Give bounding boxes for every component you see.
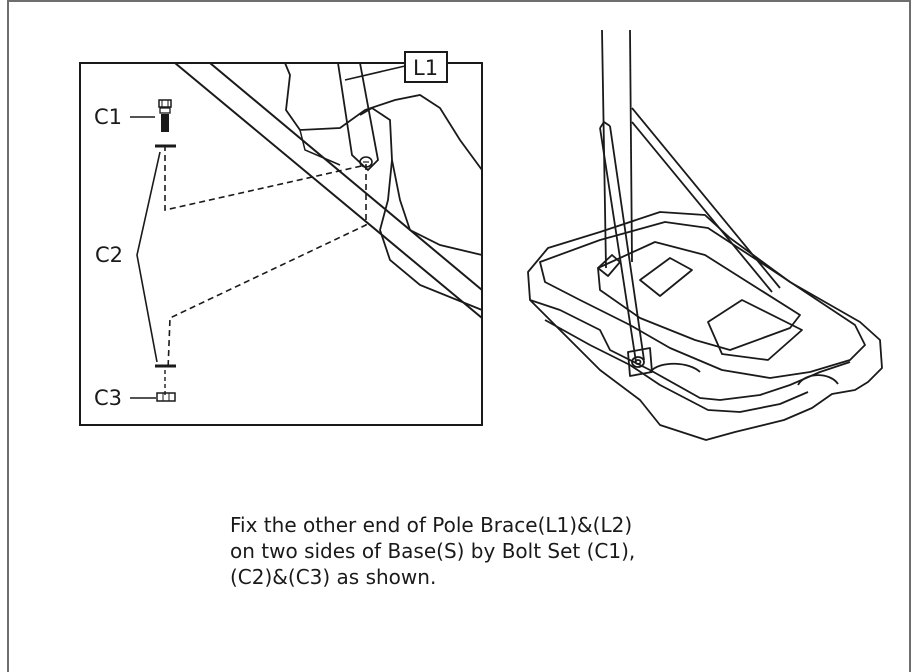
base-overview <box>527 29 883 441</box>
pole-brace-edge-b <box>209 62 483 291</box>
c1-label: C1 <box>94 105 122 129</box>
c2-label: C2 <box>95 243 123 267</box>
front-brace-a <box>599 127 637 363</box>
front-brace-mount <box>627 347 653 377</box>
caption-line-1: Fix the other end of Pole Brace(L1)&(L2) <box>230 513 633 537</box>
base-body-outline <box>284 62 483 171</box>
l1-callout-box <box>404 51 448 83</box>
brace-strap <box>337 62 379 172</box>
front-brace-top-cap <box>599 121 611 129</box>
instruction-caption: Fix the other end of Pole Brace(L1)&(L2)… <box>230 512 790 590</box>
base-body-inner-outline <box>359 106 483 256</box>
l1-leader-line <box>344 65 406 81</box>
base-notch-right <box>797 374 839 386</box>
base-fill-port <box>707 299 803 361</box>
page-frame <box>7 0 911 672</box>
base-window <box>639 257 693 297</box>
base-body-ridge <box>299 129 341 166</box>
base-body-lower-outline <box>379 159 483 311</box>
bolt-c1 <box>158 99 172 132</box>
rear-brace-b <box>631 121 773 293</box>
front-brace-b <box>609 125 645 361</box>
base-notch-left <box>649 362 701 373</box>
detail-inset-frame <box>79 62 483 426</box>
caption-line-2: on two sides of Base(S) by Bolt Set (C1)… <box>230 539 636 563</box>
base-outer-shell <box>527 211 883 441</box>
base-top-surface <box>539 221 866 379</box>
pole-brace-edge-a <box>174 62 483 319</box>
nut-c3 <box>156 392 176 402</box>
base-front-lip-lower <box>544 319 809 413</box>
assembly-dashed-upper <box>164 145 367 371</box>
main-pole-right <box>629 29 633 263</box>
l1-label: L1 <box>413 56 438 80</box>
base-pole-socket <box>597 254 621 277</box>
c3-label: C3 <box>94 386 122 410</box>
caption-line-3: (C2)&(C3) as shown. <box>230 565 437 589</box>
c2-bracket <box>136 151 161 363</box>
base-raised-panel <box>597 241 801 351</box>
detail-inset: L1 C1 C2 C3 <box>79 51 483 426</box>
front-brace-bolt <box>631 356 645 368</box>
base-front-lip <box>529 299 851 401</box>
front-brace-bolt-inner <box>634 359 642 365</box>
